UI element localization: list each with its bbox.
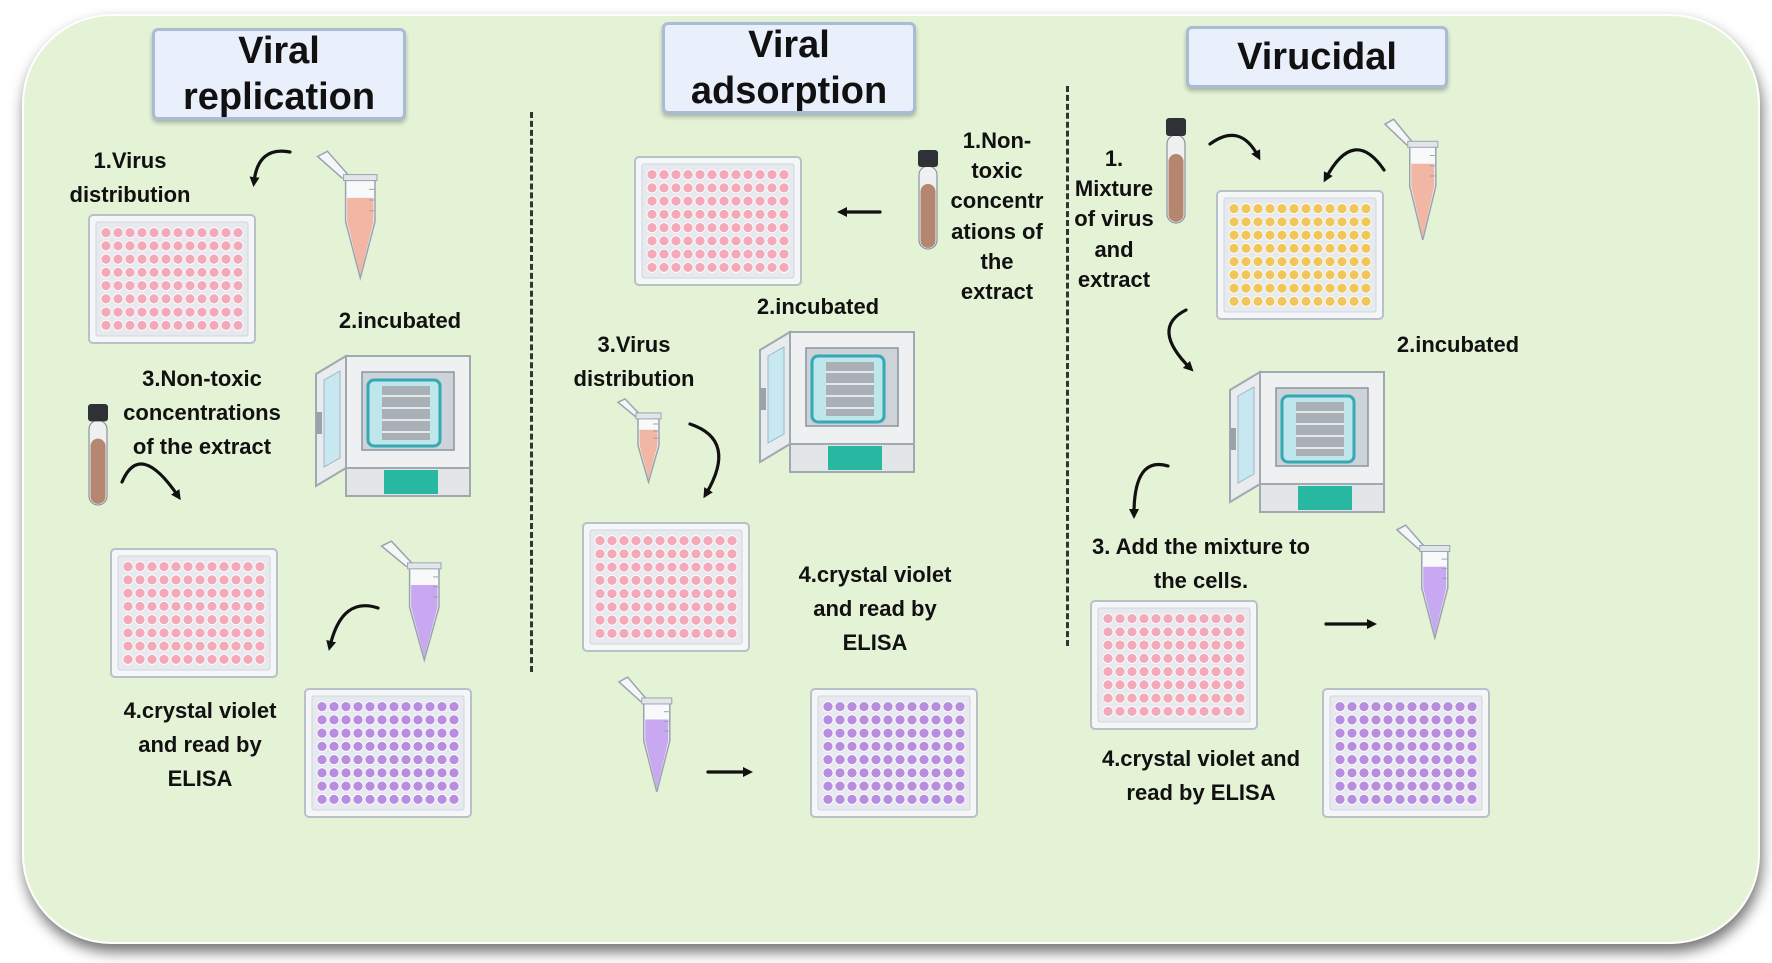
curved-arrow-icon [326,604,380,651]
label-replication-step2: 2.incubated [338,308,462,333]
label-virucidal-step3: 3. Add the mixture to the cells. [1092,534,1310,593]
curved-arrow-icon [120,462,181,501]
title-virucidal: Virucidal [1186,26,1448,88]
curved-arrow-icon [1167,308,1194,372]
extract-tube-icon [1166,118,1186,224]
separator-1 [530,112,533,672]
label-adsorption-step4: 4.crystal violet and read by ELISA [798,562,952,655]
label-virucidal-step4: 4.crystal violet and read by ELISA [1101,746,1301,805]
microtube-icon [1395,524,1451,641]
label-virucidal-step1: 1. Mixture of virus and extract [1074,146,1154,292]
microtube-icon [616,397,662,485]
well-plate-icon [304,688,472,818]
label-replication-step1: 1.Virus distribution [69,148,191,207]
microtube-icon [1383,118,1439,241]
extract-tube-icon [88,404,108,506]
well-plate-icon [110,548,278,678]
incubator-icon [759,330,915,473]
incubator-icon [1229,370,1385,513]
curved-arrow-icon [1208,133,1261,161]
well-plate-icon [1090,600,1258,730]
curved-arrow-icon [1129,463,1170,519]
label-adsorption-step3: 3.Virus distribution [573,332,695,391]
well-plate-icon [1216,190,1384,320]
separator-2 [1066,86,1069,646]
well-plate-icon [810,688,978,818]
well-plate-icon [634,156,802,286]
well-plate-icon [1322,688,1490,818]
extract-tube-icon [918,150,938,250]
well-plate-icon [88,214,256,344]
label-replication-step4: 4.crystal violet and read by ELISA [123,698,277,791]
title-viral-adsorption: Viral adsorption [662,22,916,114]
label-adsorption-step2: 2.incubated [756,294,880,319]
label-replication-step3: 3.Non-toxic concentrations of the extrac… [123,366,281,459]
microtube-icon [316,150,378,281]
microtube-icon [617,676,673,793]
curved-arrow-icon [1323,148,1386,183]
title-viral-replication: Viral replication [152,28,406,120]
microtube-icon [380,540,442,663]
well-plate-icon [582,522,750,652]
curved-arrow-icon [249,149,292,187]
incubator-icon [315,354,471,497]
curved-arrow-icon [688,422,721,499]
label-adsorption-step1: 1.Non-toxic concentr ations of the extra… [950,128,1044,305]
label-virucidal-step2: 2.incubated [1396,332,1520,357]
